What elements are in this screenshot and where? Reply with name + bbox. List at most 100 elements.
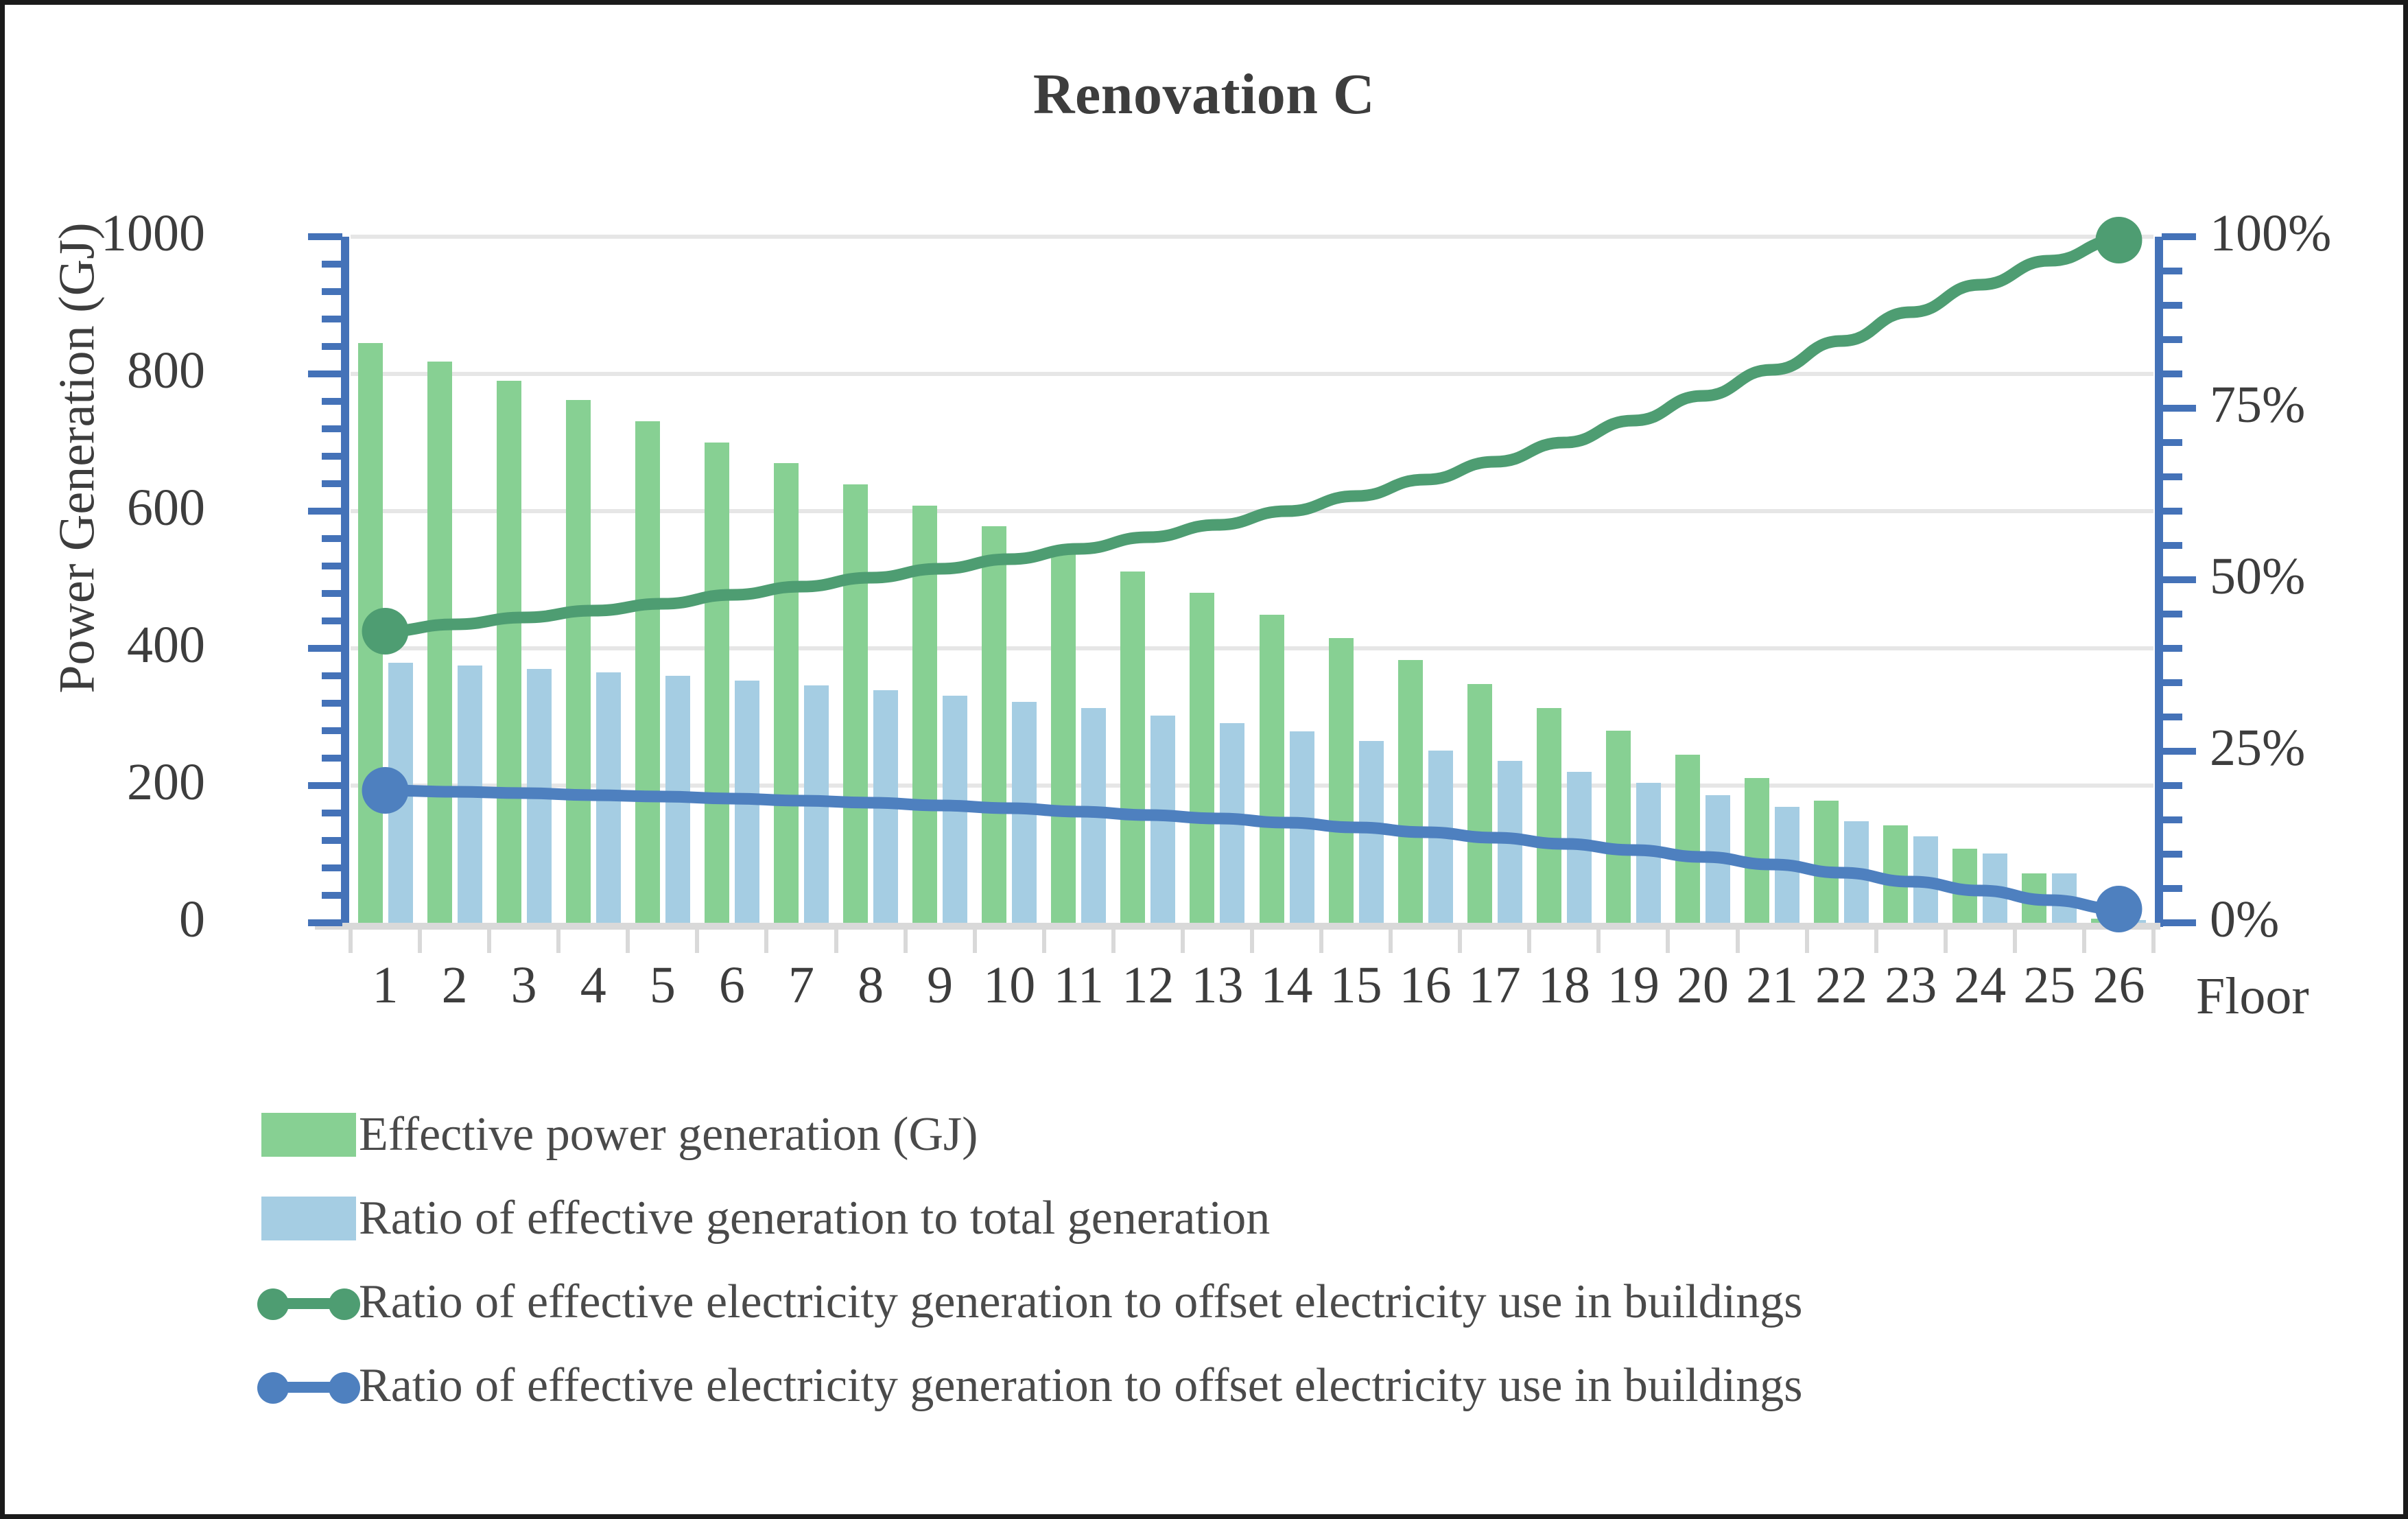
right-axis-minor-tick: [2162, 268, 2182, 274]
x-axis-tick: [1458, 930, 1463, 953]
left-axis-minor-tick: [322, 480, 342, 487]
bar-effective-generation-floor-20: [1675, 755, 1700, 923]
left-axis-major-tick: [308, 782, 342, 789]
bar-effective-generation-floor-15: [1328, 638, 1354, 923]
left-axis-line: [341, 237, 349, 927]
left-axis-major-tick: [308, 645, 342, 652]
bar-effective-generation-floor-16: [1397, 660, 1423, 923]
right-axis-minor-tick: [2162, 782, 2182, 789]
x-axis-label-floor-18: 18: [1537, 956, 1590, 1014]
x-axis-label-floor-11: 11: [1053, 956, 1104, 1014]
right-axis-line: [2155, 237, 2163, 927]
x-axis-label-floor-13: 13: [1191, 956, 1244, 1014]
left-axis-minor-tick: [322, 672, 342, 679]
y-axis-label-400: 400: [127, 616, 205, 674]
y-axis-label-800: 800: [127, 342, 205, 399]
bar-effective-generation-floor-2: [427, 362, 452, 923]
x-axis-tick: [1250, 930, 1254, 953]
left-axis-minor-tick: [322, 617, 342, 624]
left-axis-minor-tick: [322, 700, 342, 707]
x-axis-label-floor-14: 14: [1260, 956, 1313, 1014]
legend-item-4[interactable]: Ratio of effective electricity generatio…: [257, 1344, 2354, 1428]
left-axis-major-tick: [308, 508, 342, 515]
x-axis-label-floor-24: 24: [1954, 956, 2007, 1014]
x-axis-tick: [2012, 930, 2017, 953]
x-axis-label-floor-7: 7: [788, 956, 814, 1014]
right-axis-minor-tick: [2162, 439, 2182, 446]
legend-dot-right: [329, 1288, 360, 1320]
legend-dot-left: [257, 1288, 289, 1320]
x-axis-tick: [1735, 930, 1740, 953]
bar-effective-generation-floor-18: [1536, 708, 1561, 923]
x-axis-tick: [1319, 930, 1324, 953]
gridline: [351, 235, 2153, 239]
x-axis-label-floor-2: 2: [441, 956, 468, 1014]
line-marker-blue-start: [362, 767, 409, 814]
x-axis-label-floor-22: 22: [1815, 956, 1868, 1014]
left-axis-minor-tick: [322, 288, 342, 295]
left-axis-minor-tick: [322, 425, 342, 432]
left-axis-minor-tick: [322, 535, 342, 542]
left-axis-minor-tick: [322, 837, 342, 844]
x-axis-tick: [834, 930, 838, 953]
bar-effective-generation-floor-7: [774, 463, 799, 923]
left-axis-minor-tick: [322, 343, 342, 350]
x-axis-tick: [626, 930, 630, 953]
x-axis-title: Floor: [2196, 967, 2309, 1025]
chart-legend: Effective power generation (GJ) Ratio of …: [257, 1093, 2354, 1428]
x-axis-label-floor-16: 16: [1399, 956, 1452, 1014]
legend-swatch-icon: [261, 1197, 356, 1240]
x-axis-label-floor-4: 4: [580, 956, 606, 1014]
x-axis-label-floor-9: 9: [927, 956, 954, 1014]
x-axis-tick: [487, 930, 492, 953]
bar-effective-generation-floor-19: [1605, 731, 1631, 923]
x-axis-label-floor-1: 1: [372, 956, 399, 1014]
line-series-green: [379, 234, 2125, 637]
line-marker-green-end: [2095, 217, 2143, 263]
x-axis-label-floor-10: 10: [983, 956, 1036, 1014]
x-axis-tick: [556, 930, 561, 953]
left-axis-minor-tick: [322, 810, 342, 816]
right-axis-major-tick: [2162, 233, 2196, 240]
legend-item-1[interactable]: Effective power generation (GJ): [261, 1093, 2354, 1177]
right-axis-major-tick: [2162, 748, 2196, 755]
bar-effective-generation-floor-17: [1467, 684, 1492, 923]
bar-effective-generation-floor-4: [565, 400, 591, 923]
x-axis-tick: [1804, 930, 1809, 953]
right-axis-minor-tick: [2162, 851, 2182, 858]
left-axis-minor-tick: [322, 590, 342, 597]
right-axis-minor-tick: [2162, 885, 2182, 892]
left-axis-minor-tick: [322, 398, 342, 405]
line-series-group: [362, 217, 2143, 932]
x-axis-tick: [2151, 930, 2156, 953]
right-axis-minor-tick: [2162, 714, 2182, 720]
bar-effective-generation-floor-21: [1745, 778, 1770, 923]
right-axis-major-tick: [2162, 405, 2196, 412]
bar-effective-generation-floor-6: [704, 443, 729, 923]
secondary-y-axis-label-25pct: 25%: [2210, 719, 2306, 777]
left-axis-major-tick: [308, 919, 342, 926]
x-axis-tick: [1527, 930, 1532, 953]
legend-item-3[interactable]: Ratio of effective electricity generatio…: [257, 1260, 2354, 1344]
x-axis-tick: [1596, 930, 1601, 953]
x-axis-tick: [903, 930, 908, 953]
bar-effective-generation-floor-13: [1190, 593, 1215, 923]
gridline: [351, 646, 2153, 650]
x-axis-tick: [972, 930, 977, 953]
bar-effective-generation-floor-3: [496, 381, 521, 923]
legend-item-2[interactable]: Ratio of effective generation to total g…: [261, 1177, 2354, 1260]
left-axis-minor-tick: [322, 755, 342, 762]
bar-effective-generation-floor-14: [1259, 615, 1284, 923]
legend-line-marker-icon: [257, 1280, 360, 1324]
x-axis-tick: [2081, 930, 2086, 953]
legend-label: Ratio of effective generation to total g…: [359, 1192, 1271, 1245]
gridline: [351, 509, 2153, 513]
x-axis-label-floor-6: 6: [718, 956, 745, 1014]
x-axis-label-floor-3: 3: [510, 956, 537, 1014]
bar-effective-generation-floor-22: [1814, 801, 1839, 923]
x-axis-label-floor-21: 21: [1746, 956, 1799, 1014]
x-axis-label-floor-25: 25: [2023, 956, 2076, 1014]
bar-effective-generation-floor-8: [843, 484, 869, 923]
right-axis-minor-tick: [2162, 302, 2182, 309]
